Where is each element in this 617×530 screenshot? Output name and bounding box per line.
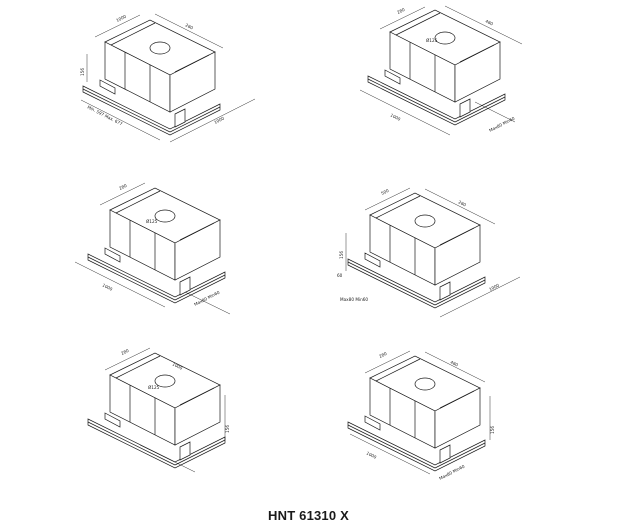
dim-label: 1000: [366, 450, 378, 459]
dim-label: Max80 Min60: [488, 116, 516, 133]
dim-label: 1000: [213, 115, 225, 124]
dim-label: Ø125: [148, 385, 160, 390]
dim-label: Max80 Min60: [340, 297, 368, 302]
dim-label: 1000: [102, 282, 114, 291]
view-1: 1000 280 156 Min. 597 Max. 677 1000: [80, 14, 256, 143]
dim-label: 480: [450, 359, 460, 367]
dim-label: 1000: [115, 14, 127, 23]
dim-label: 280: [378, 351, 388, 359]
dim-label: 1000: [172, 361, 184, 370]
view-6: 280 480 1000 156 Max80 Min60: [347, 351, 495, 481]
dim-label: 280: [458, 199, 468, 207]
dim-label: 280: [396, 7, 406, 15]
dim-label: Ø125: [146, 219, 158, 224]
dim-label: 1000: [390, 112, 402, 121]
dim-label: 500: [380, 188, 390, 196]
dim-label: 60: [337, 273, 343, 278]
view-3: 280 Ø125 1000 Max80 Min60: [74, 183, 231, 315]
dim-label: 280: [118, 183, 128, 191]
dim-label: 156: [80, 68, 85, 76]
view-2: 280 480 Ø125 1000 Max80 Min60: [359, 5, 523, 136]
dim-label: 1000: [488, 282, 500, 291]
dim-label: 156: [490, 426, 495, 434]
dim-label: 156: [225, 425, 230, 433]
dim-label: 280: [185, 22, 195, 30]
dim-label: Ø125: [426, 38, 438, 43]
model-name: HNT 61310 X: [268, 508, 349, 523]
view-5: 280 1000 Ø125 156: [87, 348, 230, 473]
dim-label: 280: [120, 348, 130, 356]
dim-label: 156: [339, 251, 344, 259]
dim-label: 480: [485, 18, 495, 26]
view-4: 500 280 156 60 Max80 Min60 1000: [337, 188, 521, 318]
